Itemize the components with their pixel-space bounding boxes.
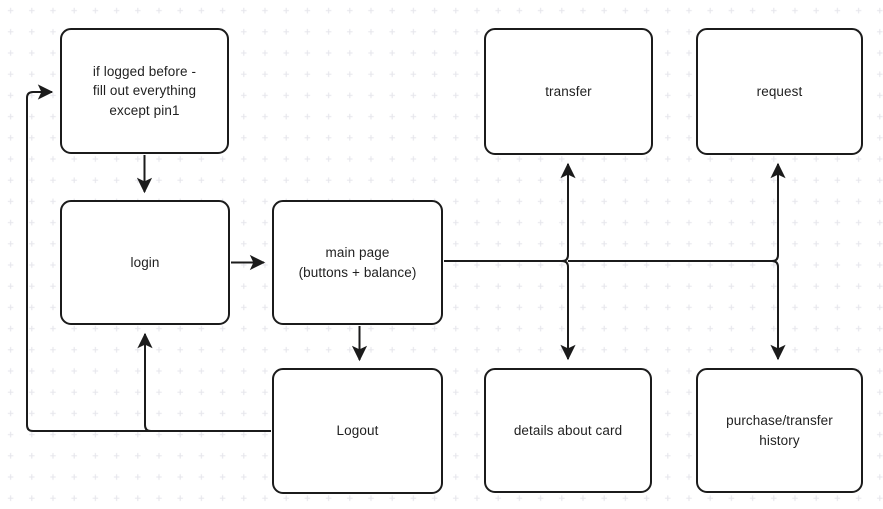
- edge-mainpage-to-request: [770, 162, 786, 262]
- node-details-about-card-label: details about card: [513, 422, 623, 438]
- node-logout-label: Logout: [336, 423, 379, 439]
- node-transfer[interactable]: transfer: [484, 28, 653, 155]
- edge-logout-to-login: [137, 332, 271, 432]
- node-purchase-transfer-history-label: purchase/transfer history: [726, 413, 833, 448]
- edge-mainpage-to-history: [770, 260, 786, 361]
- node-main-page[interactable]: main page (buttons + balance): [272, 200, 443, 325]
- node-login-label: login: [130, 254, 160, 270]
- edge-mainpage-to-details: [560, 260, 576, 361]
- node-transfer-label: transfer: [545, 83, 592, 99]
- node-main-page-label: main page (buttons + balance): [298, 245, 417, 280]
- node-login[interactable]: login: [60, 200, 230, 325]
- node-request[interactable]: request: [696, 28, 863, 155]
- node-precheck[interactable]: if logged before - fill out everything e…: [60, 28, 229, 154]
- node-precheck-label: if logged before - fill out everything e…: [92, 64, 197, 118]
- node-purchase-transfer-history[interactable]: purchase/transfer history: [696, 368, 863, 493]
- node-request-label: request: [756, 83, 803, 99]
- node-details-about-card[interactable]: details about card: [484, 368, 652, 493]
- edge-mainpage-to-transfer: [560, 162, 576, 262]
- node-logout[interactable]: Logout: [272, 368, 443, 494]
